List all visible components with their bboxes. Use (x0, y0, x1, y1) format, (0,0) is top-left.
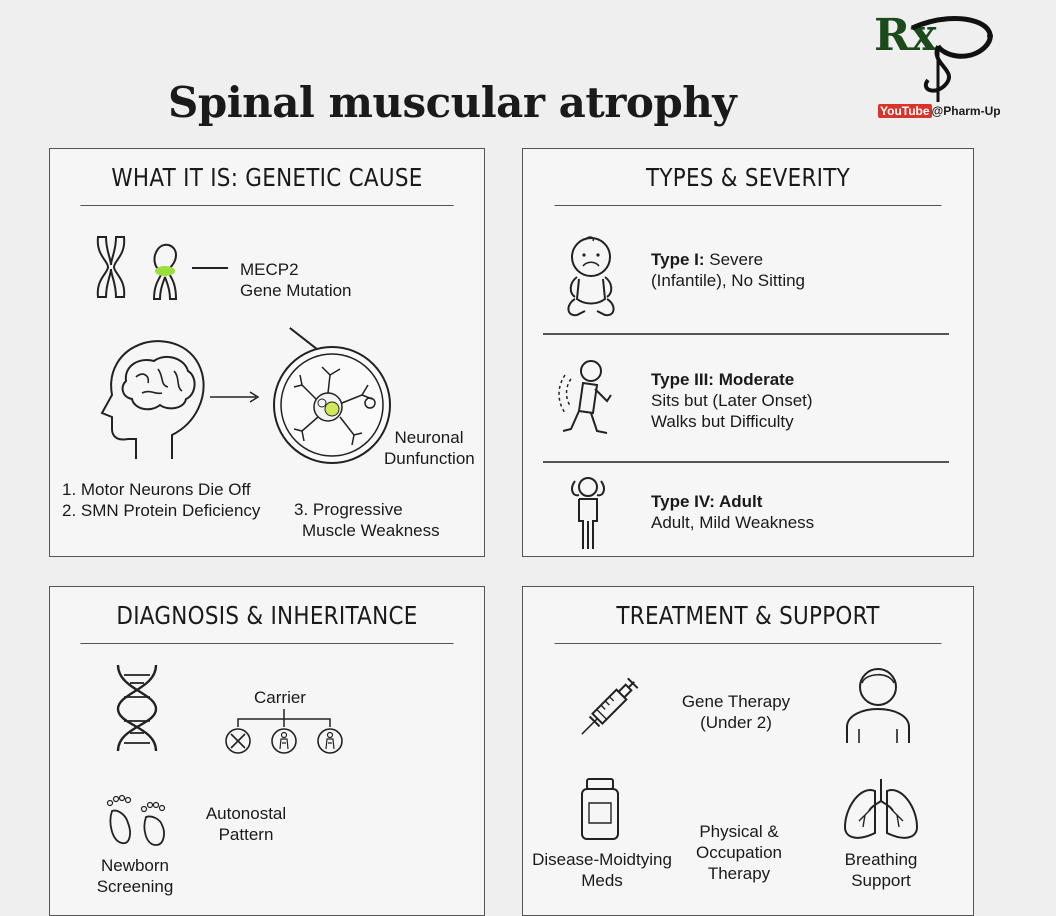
panel-types-severity: TYPES & SEVERITY Type I: Severe (Infanti… (522, 148, 974, 557)
type-title: Type III: Moderate (651, 370, 795, 389)
divider (543, 333, 949, 335)
neuron-icon (272, 345, 392, 465)
step3-line2: Muscle Weakness (302, 521, 440, 540)
breathing-support-label: Breathing Support (829, 849, 933, 891)
child-weakness-icon (557, 359, 615, 445)
logo-glyph: Rx (874, 10, 938, 61)
pattern-line2: Pattern (218, 825, 274, 844)
pattern-line1: Autonostal (205, 804, 287, 823)
panel-heading: WHAT IT IS: GENETIC CAUSE (80, 149, 454, 206)
chromosome-icon (94, 235, 128, 299)
youtube-badge: YouTube (878, 104, 932, 118)
disease-modifying-meds-label: Disease-Moidtying Meds (529, 849, 675, 891)
screening-line2: Screening (96, 877, 174, 896)
head-brain-icon (102, 337, 210, 463)
autosomal-pattern-label: Autonostal Pattern (200, 803, 292, 845)
physical-therapy-label: Physical & Occupation Therapy (681, 821, 797, 884)
type-item-1: Type III: Moderate Sits but (Later Onset… (651, 369, 813, 432)
type-desc: Adult, Mild Weakness (651, 513, 815, 532)
meds-line1: Disease-Moidtying (532, 850, 672, 869)
newborn-screening-label: Newborn Screening (90, 855, 180, 897)
gene-line1: Gene Therapy (681, 692, 791, 711)
step-motor-neurons: 1. Motor Neurons Die Off (62, 480, 251, 499)
panel-heading: TYPES & SEVERITY (554, 149, 942, 206)
type-title-rest: Severe (704, 250, 764, 269)
pedigree-chart (224, 709, 346, 755)
breathing-line2: Support (851, 871, 911, 890)
type-title: Type I: (651, 250, 705, 269)
person-icon (845, 665, 911, 743)
screening-line1: Newborn (100, 856, 170, 875)
mutation-label-line1: MECP2 (240, 260, 299, 279)
baby-feet-icon (104, 793, 176, 847)
step3-line1: 3. Progressive (294, 500, 403, 519)
divider (543, 461, 949, 463)
physical-line2: Occupation (696, 843, 782, 862)
adult-icon (565, 475, 611, 551)
mutated-chromosome-icon (148, 241, 182, 301)
type-item-0: Type I: Severe (Infantile), No Sitting (651, 249, 805, 291)
dna-icon (112, 663, 162, 753)
gene-therapy-label: Gene Therapy (Under 2) (673, 691, 799, 733)
panel-genetic-cause: WHAT IT IS: GENETIC CAUSE MECP2 Gene Mut… (49, 148, 485, 557)
panel-heading: TREATMENT & SUPPORT (554, 587, 942, 644)
neuronal-dysfunction-label: Neuronal Dunfunction (384, 427, 475, 469)
panel-heading: DIAGNOSIS & INHERITANCE (80, 587, 454, 644)
rx-logo: Rx (874, 10, 993, 102)
infant-icon (563, 235, 619, 321)
step-progressive-weakness: 3. Progressive Muscle Weakness (294, 499, 440, 541)
panel-diagnosis-inheritance: DIAGNOSIS & INHERITANCE Carrier Autonost… (49, 586, 485, 916)
type-desc: Sits but (Later Onset) (651, 391, 813, 410)
mutation-label: MECP2 Gene Mutation (240, 259, 352, 301)
step-smn-protein: 2. SMN Protein Deficiency (62, 501, 261, 520)
panel-treatment-support: TREATMENT & SUPPORT Gene Therapy (Under … (522, 586, 974, 916)
type-item-2: Type IV: Adult Adult, Mild Weakness (651, 491, 814, 533)
neuronal-label-line1: Neuronal (394, 428, 464, 447)
lungs-icon (841, 777, 921, 843)
type-desc: (Infantile), No Sitting (651, 271, 806, 290)
syringe-icon (571, 671, 645, 745)
mutation-label-line2: Gene Mutation (240, 281, 352, 300)
mutation-pointer-line (192, 267, 228, 269)
meds-line2: Meds (581, 871, 623, 890)
medicine-bottle-icon (579, 777, 621, 841)
physical-line3: Therapy (707, 864, 771, 883)
gene-line2: (Under 2) (700, 713, 772, 732)
type-desc-2: Walks but Difficulty (651, 412, 794, 431)
cause-steps-list: 1. Motor Neurons Die Off 2. SMN Protein … (62, 479, 260, 521)
channel-handle: @Pharm-Up (931, 104, 1001, 118)
neuronal-label-line2: Dunfunction (384, 449, 475, 468)
breathing-line1: Breathing (844, 850, 918, 869)
physical-line1: Physical & (699, 822, 779, 841)
carrier-label: Carrier (254, 688, 306, 707)
arrow-icon (210, 391, 260, 403)
page-title: Spinal muscular atrophy (168, 78, 737, 127)
logo-caption: YouTube@Pharm-Up (878, 104, 1001, 118)
type-title: Type IV: Adult (651, 492, 763, 511)
